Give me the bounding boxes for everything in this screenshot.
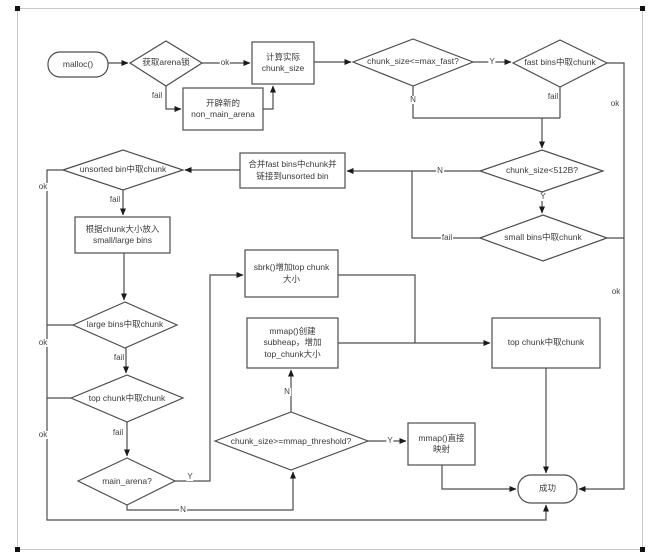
edge-mmapdirect-to-success bbox=[441, 465, 517, 492]
success-terminator-shape bbox=[517, 474, 578, 504]
edge-smallbins-fail-join bbox=[411, 171, 480, 239]
edge-sbrk-right-join bbox=[338, 274, 416, 343]
main-arena-diamond-shape bbox=[76, 457, 177, 506]
edge-newarena-to-calc bbox=[263, 85, 276, 110]
malloc-terminator-shape bbox=[47, 51, 109, 78]
mmap-threshold-diamond-shape bbox=[213, 411, 370, 471]
fast-bins-diamond-shape bbox=[511, 39, 609, 88]
calc-chunk-size-box-shape bbox=[251, 41, 315, 85]
size-512-diamond-shape bbox=[478, 149, 605, 193]
edge-left-ok-rail-to-success bbox=[46, 169, 549, 521]
edge-mainarena-y-to-sbrk bbox=[175, 272, 244, 482]
large-bins-diamond-shape bbox=[71, 301, 179, 349]
edge-lock-fail-to-newarena bbox=[165, 86, 182, 112]
corner-mark-top-left bbox=[15, 6, 20, 11]
get-arena-lock-diamond-shape bbox=[128, 40, 204, 87]
mmap-subheap-box-shape bbox=[246, 317, 339, 369]
nodes bbox=[47, 38, 609, 506]
page-border bbox=[17, 8, 643, 550]
top-chunk-take-box-shape bbox=[491, 317, 601, 369]
new-non-main-arena-box-shape bbox=[182, 87, 264, 131]
corner-mark-top-right bbox=[640, 6, 645, 11]
unsorted-bin-diamond-shape bbox=[61, 149, 185, 191]
edge-right-ok-rail-to-success bbox=[578, 62, 625, 492]
edge-mainarena-n-to-threshold bbox=[126, 471, 296, 511]
merge-fast-bins-box-shape bbox=[239, 152, 346, 189]
small-bins-diamond-shape bbox=[478, 214, 609, 262]
corner-mark-bottom-right bbox=[640, 547, 645, 552]
edges bbox=[46, 59, 625, 521]
mmap-direct-box-shape bbox=[407, 422, 476, 466]
sbrk-grow-box-shape bbox=[244, 249, 339, 298]
top-chunk-try-diamond-shape bbox=[69, 374, 185, 423]
sort-bins-box-shape bbox=[74, 216, 171, 254]
corner-mark-bottom-left bbox=[15, 547, 20, 552]
edge-maxfast-n-join bbox=[412, 86, 560, 119]
max-fast-diamond-shape bbox=[351, 38, 475, 87]
